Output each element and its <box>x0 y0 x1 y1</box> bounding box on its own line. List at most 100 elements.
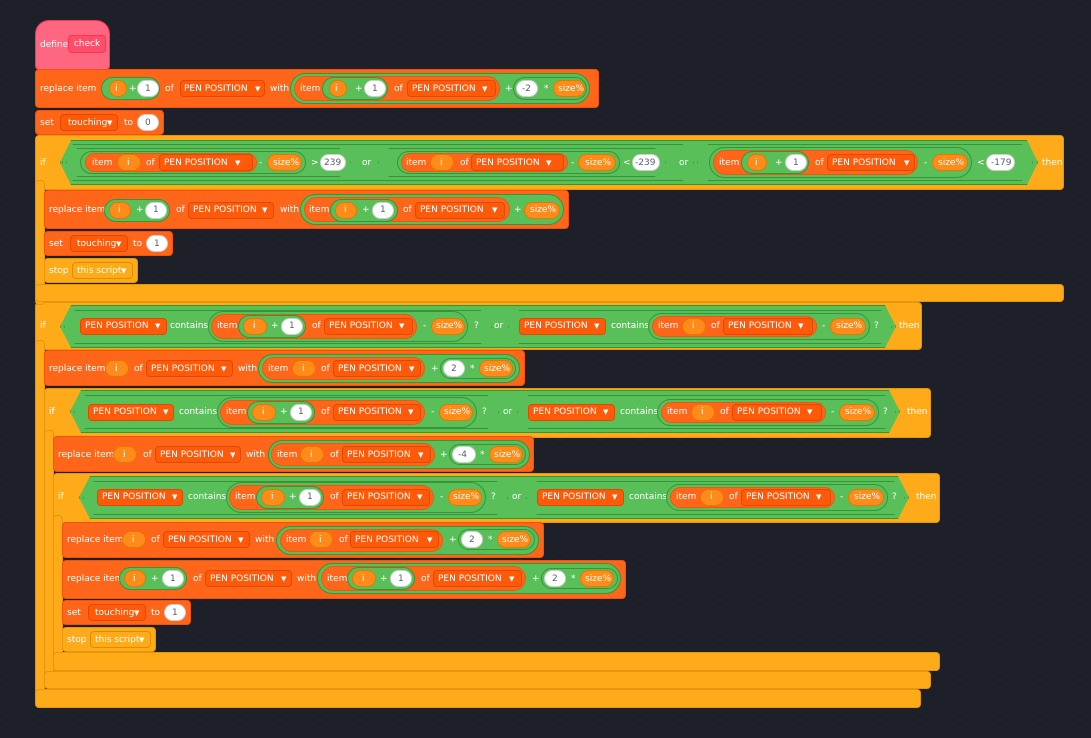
var-i-text: i <box>115 84 118 94</box>
list-dropdown[interactable] <box>97 489 183 506</box>
list-dropdown[interactable] <box>537 489 624 506</box>
list-dropdown[interactable] <box>342 489 430 506</box>
number-input[interactable] <box>544 570 566 587</box>
list-dropdown[interactable] <box>528 404 615 421</box>
list-dropdown[interactable] <box>407 80 496 97</box>
var-i-reporter[interactable] <box>109 80 127 97</box>
var-i-reporter[interactable] <box>122 531 146 548</box>
var-size-reporter[interactable] <box>448 489 482 506</box>
list-dropdown[interactable] <box>827 154 915 171</box>
var-i-reporter[interactable] <box>252 404 276 421</box>
with-label: with <box>238 364 258 374</box>
variable-dropdown[interactable] <box>88 604 146 621</box>
var-i-reporter[interactable] <box>105 360 129 377</box>
var-size-reporter[interactable] <box>431 318 465 335</box>
var-i-reporter[interactable] <box>700 489 724 506</box>
number-input[interactable] <box>137 114 159 131</box>
var-i-reporter[interactable] <box>113 446 137 463</box>
list-dropdown[interactable] <box>471 154 564 171</box>
list-dropdown[interactable] <box>333 360 421 377</box>
number-input[interactable] <box>461 531 483 548</box>
var-size-reporter[interactable] <box>497 531 531 548</box>
var-i-reporter[interactable] <box>300 446 324 463</box>
number-input[interactable] <box>452 446 476 463</box>
list-dropdown[interactable] <box>188 202 274 219</box>
number-input[interactable] <box>986 154 1015 171</box>
var-i-reporter[interactable] <box>329 80 347 97</box>
stop-option-dropdown[interactable] <box>90 631 151 648</box>
number-input[interactable] <box>290 404 312 421</box>
list-dropdown[interactable] <box>350 531 439 548</box>
var-size-reporter[interactable] <box>848 489 884 506</box>
var-i-reporter[interactable] <box>335 202 357 219</box>
number-input[interactable] <box>146 235 168 252</box>
list-dropdown[interactable] <box>205 570 292 587</box>
var-size-reporter[interactable] <box>524 202 560 219</box>
var-i-text: i <box>118 205 121 215</box>
number-input[interactable] <box>299 489 321 506</box>
stop-option-dropdown[interactable] <box>72 262 133 279</box>
number-input[interactable] <box>145 202 167 219</box>
var-i-reporter[interactable] <box>292 360 316 377</box>
list-dropdown[interactable] <box>333 404 421 421</box>
variable-dropdown[interactable] <box>70 235 128 252</box>
var-i-reporter[interactable] <box>109 202 131 219</box>
set-label: set <box>49 239 63 249</box>
var-size-reporter[interactable] <box>839 404 875 421</box>
var-size-reporter[interactable] <box>267 154 302 171</box>
var-size-reporter[interactable] <box>439 404 473 421</box>
var-size-reporter[interactable] <box>580 570 614 587</box>
var-i-reporter[interactable] <box>691 404 715 421</box>
list-dropdown[interactable] <box>163 531 250 548</box>
var-size-reporter[interactable] <box>932 154 968 171</box>
list-dropdown[interactable] <box>324 318 413 335</box>
list-dropdown[interactable] <box>723 318 813 335</box>
number-input[interactable] <box>632 154 660 171</box>
number-input[interactable] <box>372 202 394 219</box>
number-input[interactable] <box>443 360 465 377</box>
number-input[interactable] <box>516 80 538 97</box>
var-i-reporter[interactable] <box>682 318 706 335</box>
list-dropdown[interactable] <box>159 154 253 171</box>
var-i-reporter[interactable] <box>243 318 267 335</box>
number-input[interactable] <box>162 570 184 587</box>
var-i-reporter[interactable] <box>309 531 333 548</box>
list-dropdown[interactable] <box>342 446 431 463</box>
variable-dropdown[interactable] <box>60 114 118 131</box>
number-input[interactable] <box>390 570 412 587</box>
var-i-reporter[interactable] <box>117 154 141 171</box>
var-i-reporter[interactable] <box>747 154 767 171</box>
custom-block-prototype[interactable]: check <box>68 35 106 53</box>
define-hat-block[interactable]: define check <box>35 20 110 70</box>
list-dropdown[interactable] <box>80 318 167 335</box>
plus-sign: + <box>431 364 439 374</box>
list-dropdown[interactable] <box>88 404 174 421</box>
list-dropdown[interactable] <box>146 360 233 377</box>
var-size-reporter[interactable] <box>479 360 513 377</box>
list-dropdown[interactable] <box>732 404 822 421</box>
var-size-reporter[interactable] <box>830 318 866 335</box>
var-size-reporter[interactable] <box>578 154 616 171</box>
list-dropdown[interactable] <box>155 446 241 463</box>
number-input[interactable] <box>364 80 386 97</box>
list-dropdown[interactable] <box>433 570 522 587</box>
item-label: item <box>327 574 348 584</box>
var-i-reporter[interactable] <box>352 570 376 587</box>
list-dropdown[interactable] <box>415 202 505 219</box>
number-input[interactable] <box>164 604 186 621</box>
var-size-reporter[interactable] <box>489 446 523 463</box>
var-size-reporter[interactable] <box>553 80 585 97</box>
number-input-text: 2 <box>451 364 457 374</box>
var-i-reporter[interactable] <box>261 489 285 506</box>
number-input[interactable] <box>281 318 303 335</box>
var-i-reporter[interactable] <box>430 154 454 171</box>
list-dropdown[interactable] <box>180 80 265 97</box>
number-input[interactable] <box>320 154 346 171</box>
list-dropdown[interactable] <box>519 318 606 335</box>
number-input[interactable] <box>137 80 159 97</box>
var-size-text: size% <box>494 450 521 460</box>
list-dropdown[interactable] <box>741 489 831 506</box>
number-input[interactable] <box>785 154 807 171</box>
var-i-reporter[interactable] <box>124 570 146 587</box>
item-label: item <box>676 492 697 502</box>
